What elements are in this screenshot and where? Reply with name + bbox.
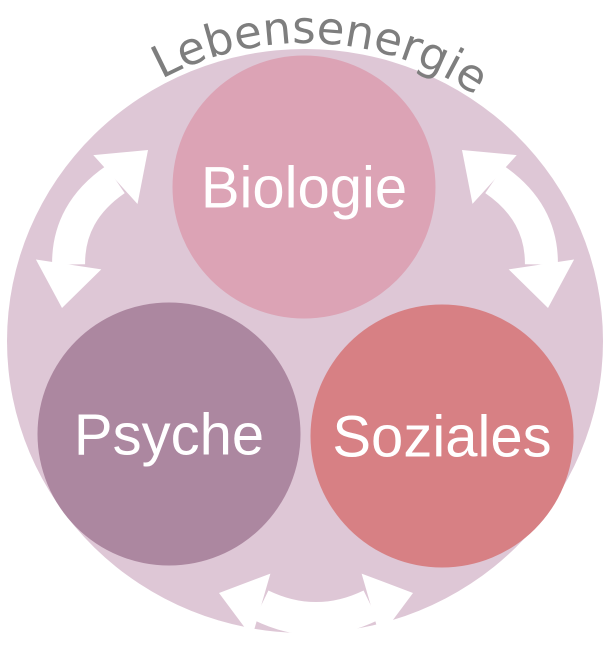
arrowhead-up-left — [462, 150, 517, 204]
circle-biologie — [172, 55, 436, 319]
arrowhead-left — [219, 573, 271, 638]
label-soziales: Soziales — [332, 404, 551, 469]
double-arrow-psyche-biologie-icon — [35, 150, 148, 308]
arrow-body-right — [484, 165, 558, 265]
label-biologie: Biologie — [201, 155, 407, 220]
arrowhead-down-left — [35, 259, 102, 308]
arrow-body-bottom — [253, 590, 379, 636]
arrow-body-left — [52, 165, 126, 265]
circle-soziales — [310, 304, 574, 568]
double-arrow-biologie-soziales-icon — [462, 150, 575, 308]
arrowhead-right — [361, 573, 413, 638]
arrowhead-down-right — [508, 259, 575, 308]
label-psyche: Psyche — [74, 402, 264, 467]
double-arrow-psyche-soziales-icon — [219, 573, 413, 638]
circle-psyche — [37, 302, 301, 566]
arrowhead-up-right — [93, 150, 148, 204]
